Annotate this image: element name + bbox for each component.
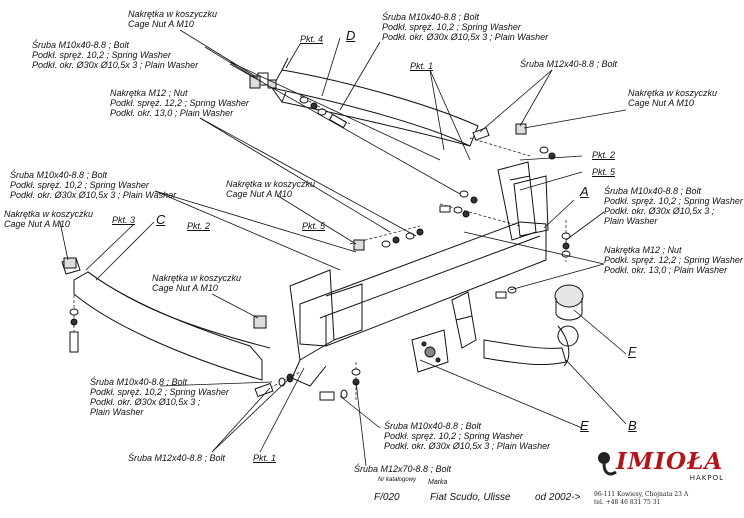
callout-F: F bbox=[628, 344, 636, 359]
tow-ball-hook bbox=[483, 284, 584, 367]
pkt-5-left-marker: Pkt. 5 bbox=[302, 221, 326, 231]
catalog-number: F/020 bbox=[374, 492, 400, 503]
pkt-3-marker: Pkt. 3 bbox=[112, 215, 136, 225]
vehicle-make: Fiat Scudo, Ulisse bbox=[430, 492, 511, 503]
pkt-2-left-marker: Pkt. 2 bbox=[187, 221, 211, 231]
brand-name: IMIOŁA bbox=[616, 448, 724, 475]
fastener-group bbox=[63, 75, 571, 401]
pkt-4-marker: Pkt. 4 bbox=[300, 34, 324, 44]
ball-mount-bracket bbox=[451, 291, 477, 349]
pkt-1-top-marker: Pkt. 1 bbox=[410, 61, 434, 71]
pkt-2-right-marker: Pkt. 2 bbox=[592, 150, 616, 160]
callout-A: A bbox=[580, 184, 589, 199]
leader-lines bbox=[59, 29, 627, 467]
imiola-logo: IMIOŁA HAKPOL bbox=[594, 448, 726, 488]
pkt-5-right-marker: Pkt. 5 bbox=[592, 167, 616, 177]
upper-reinforcement-bar bbox=[257, 57, 479, 147]
main-cross-beam bbox=[289, 175, 549, 387]
catalog-number-label: Nr katalogowy bbox=[378, 477, 417, 483]
callout-D: D bbox=[346, 28, 356, 43]
label-bolt-m12-top: Śruba M12x40-8.8 ; Bolt bbox=[520, 59, 618, 69]
electrical-socket-plate bbox=[411, 329, 449, 373]
brand-sub: HAKPOL bbox=[689, 474, 724, 482]
company-address: 96-111 Kowiesy, Chojnata 23 A tel. +48 4… bbox=[594, 491, 689, 506]
right-bracket bbox=[497, 161, 537, 241]
logo-hook-icon bbox=[598, 452, 617, 476]
model-year: od 2002-> bbox=[535, 492, 581, 503]
label-bolt-m12-bottom: Śruba M12x40-8.8 ; Bolt bbox=[128, 453, 226, 463]
callout-E: E bbox=[580, 418, 589, 433]
make-label: Marka bbox=[428, 479, 448, 486]
label-bolt-m12x70: Śruba M12x70-8.8 ; Bolt bbox=[354, 464, 452, 474]
callout-C: C bbox=[156, 212, 166, 227]
callout-B: B bbox=[628, 418, 637, 433]
pkt-1-bottom-marker: Pkt. 1 bbox=[253, 453, 277, 463]
